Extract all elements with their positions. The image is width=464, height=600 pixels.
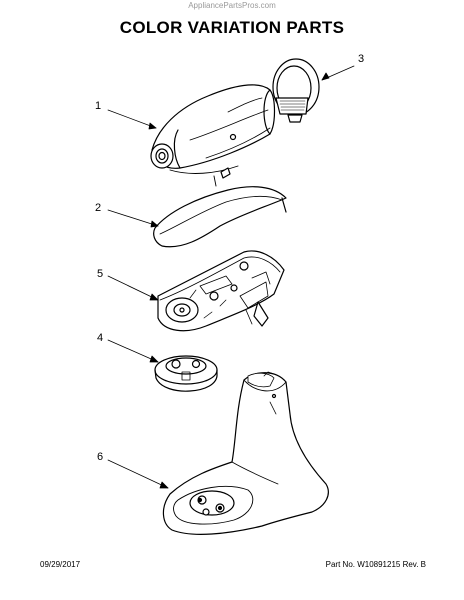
leader-line-6-arrow xyxy=(159,481,169,489)
part-3-rear-cover xyxy=(272,58,320,123)
leader-line-2-arrow xyxy=(150,220,159,228)
footer-part-number: Part No. W10891215 Rev. B xyxy=(325,560,426,569)
leader-line-5 xyxy=(107,275,159,301)
page-title: COLOR VARIATION PARTS xyxy=(119,18,345,37)
watermark-text: AppliancePartsPros.com xyxy=(188,1,276,10)
callout-6: 6 xyxy=(97,451,104,463)
leader-line-1-arrow xyxy=(148,122,157,130)
callout-2: 2 xyxy=(95,202,102,214)
part-6-pedestal-base xyxy=(162,371,329,535)
footer-date: 09/29/2017 xyxy=(40,560,81,569)
leader-line-6 xyxy=(107,459,169,489)
leader-line-2 xyxy=(107,209,159,227)
leader-lines xyxy=(107,65,355,489)
part-5-gear-housing xyxy=(157,250,285,332)
part-2-trim-band xyxy=(153,175,287,248)
leader-line-4-arrow xyxy=(149,355,159,363)
leader-line-5-arrow xyxy=(149,293,159,301)
part-1-trim-clip xyxy=(220,167,231,179)
leader-line-3-arrow xyxy=(321,72,330,81)
part-1-motor-housing xyxy=(150,84,276,174)
callout-4: 4 xyxy=(97,332,104,344)
leader-line-4 xyxy=(107,339,159,363)
part-4-clamp-plate xyxy=(154,355,218,392)
leader-line-1 xyxy=(107,109,157,129)
callout-3: 3 xyxy=(358,53,365,65)
callout-1: 1 xyxy=(95,100,102,112)
callout-5: 5 xyxy=(97,268,104,280)
